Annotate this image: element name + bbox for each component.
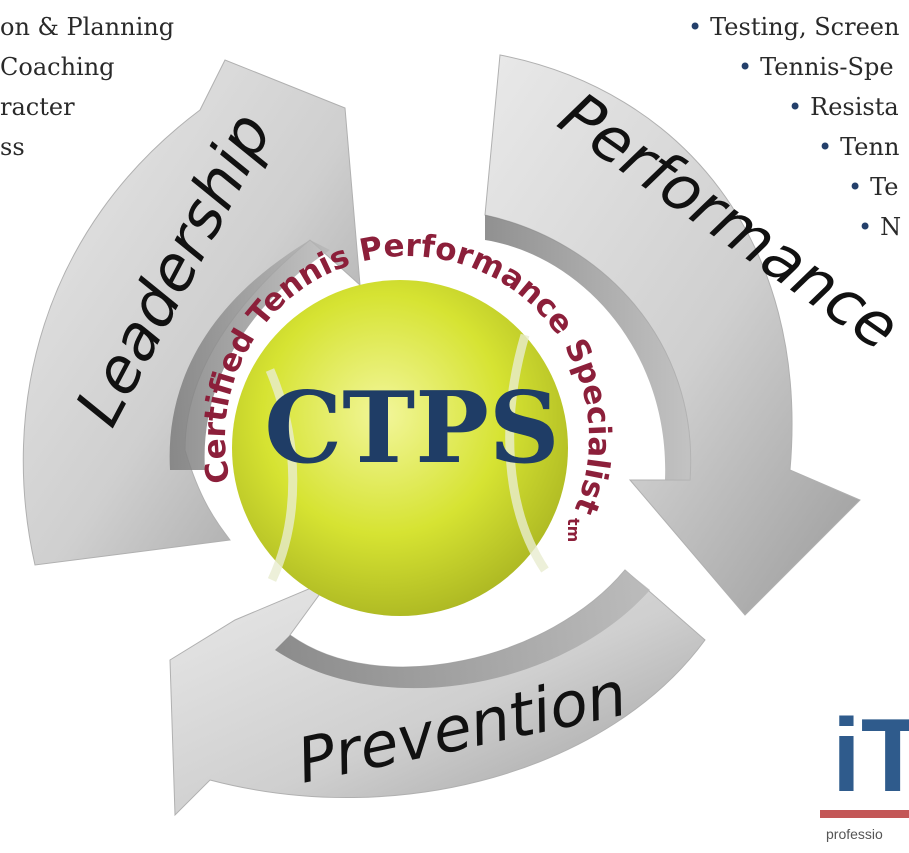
bullet-icon: • [848,173,863,201]
tennis-ball [232,280,568,616]
bullet-icon: • [688,13,703,41]
trademark-mark: tm [564,518,583,542]
performance-arrow [484,54,861,616]
prevention-arrow [169,569,706,817]
logo-subtitle: professio [826,826,883,842]
bullet-icon: • [788,93,803,121]
logo-rule [820,810,909,818]
left-list-item: ss [0,133,25,161]
bullet-icon: • [858,213,873,241]
right-list-item: •Tennis-Spe [738,53,894,81]
right-list-item: •Resista [788,93,899,121]
logo-letters: iT [832,706,909,814]
right-list-item: •Tenn [818,133,900,161]
ctps-acronym: CTPS [264,371,559,486]
bullet-icon: • [818,133,833,161]
bullet-icon: • [738,53,753,81]
left-list-item: on & Planning [0,13,175,41]
right-list-item: •N [858,213,902,241]
left-list-item: Coaching [0,53,115,81]
left-list-item: racter [0,93,75,121]
right-list-item: •Te [848,173,899,201]
leadership-arrow [22,59,361,566]
right-list-item: •Testing, Screen [688,13,900,41]
itpa-logo: iT professio [820,706,909,853]
